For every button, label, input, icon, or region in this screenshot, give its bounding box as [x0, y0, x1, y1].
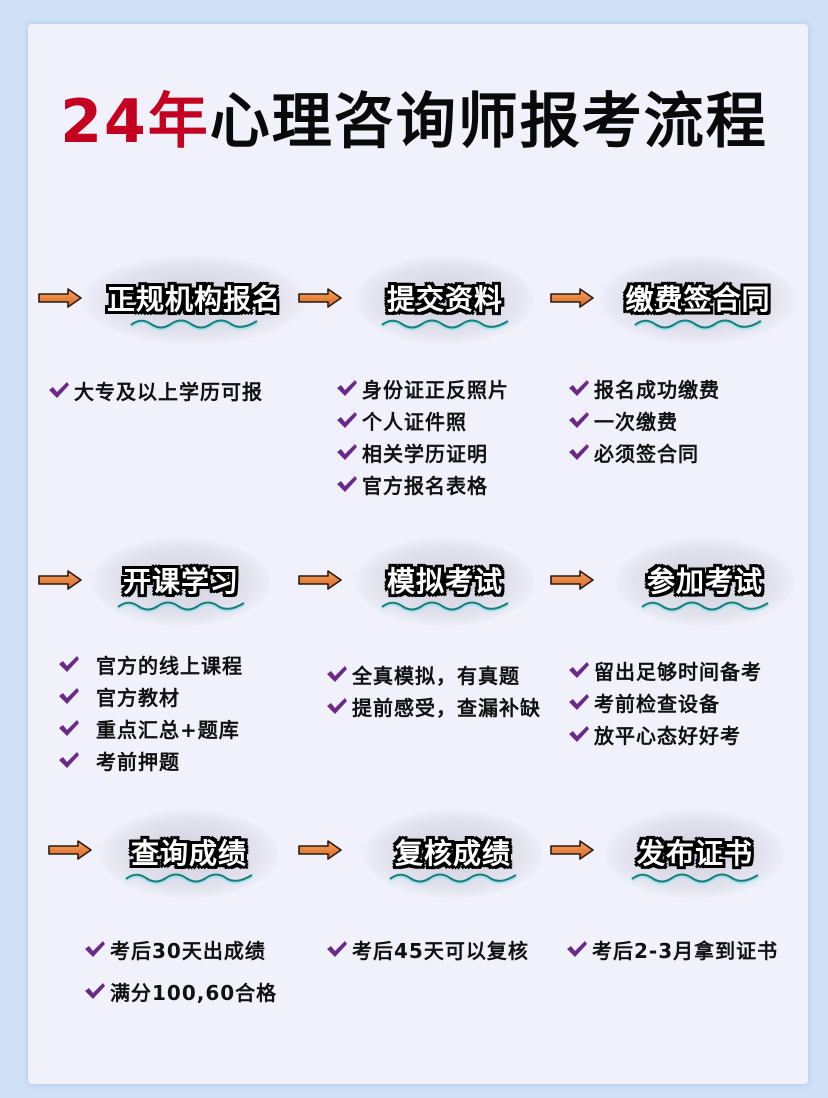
step-3-list: 报名成功缴费 一次缴费 必须签合同	[568, 372, 720, 468]
check-icon	[336, 411, 358, 429]
arrow-right-icon	[38, 288, 82, 308]
cloud-background	[356, 538, 534, 626]
step-label: 查询成绩	[130, 837, 247, 870]
wave-underline-icon	[124, 872, 254, 886]
arrow-right-icon	[550, 570, 594, 590]
arrow-right-icon	[48, 840, 92, 860]
list-item: 考后45天可以复核	[326, 928, 529, 970]
cloud-background	[356, 256, 534, 344]
list-item: 考前检查设备	[568, 686, 762, 718]
list-item: 重点汇总+题库	[58, 712, 243, 744]
step-header-1: 正规机构报名	[82, 256, 306, 344]
list-item: 考前押题	[58, 744, 243, 776]
step-7-list: 考后30天出成绩 满分100,60合格	[84, 928, 277, 1012]
title-year: 24年	[60, 87, 210, 157]
step-8-list: 考后45天可以复核	[326, 928, 529, 970]
cloud-background	[364, 810, 542, 898]
step-label: 正规机构报名	[106, 283, 281, 316]
list-item: 一次缴费	[568, 404, 720, 436]
list-item: 考后2-3月拿到证书	[566, 928, 778, 970]
step-header-5: 模拟考试	[356, 538, 534, 626]
step-header-8: 复核成绩	[364, 810, 542, 898]
cloud-background	[606, 810, 784, 898]
check-icon	[336, 379, 358, 397]
wave-underline-icon	[116, 600, 246, 614]
check-icon	[568, 725, 590, 743]
cloud-background	[92, 538, 270, 626]
list-item: 放平心态好好考	[568, 718, 762, 750]
list-item: 考后30天出成绩	[84, 928, 277, 970]
wave-underline-icon	[380, 318, 510, 332]
step-2-list: 身份证正反照片 个人证件照 相关学历证明 官方报名表格	[336, 372, 509, 500]
step-9-list: 考后2-3月拿到证书	[566, 928, 778, 970]
check-icon	[568, 411, 590, 429]
check-icon	[58, 719, 80, 737]
step-header-4: 开课学习	[92, 538, 270, 626]
check-icon	[336, 443, 358, 461]
check-icon	[58, 687, 80, 705]
check-icon	[568, 443, 590, 461]
arrow-right-icon	[298, 288, 342, 308]
list-item: 留出足够时间备考	[568, 654, 762, 686]
list-item: 官方教材	[58, 680, 243, 712]
list-item: 个人证件照	[336, 404, 509, 436]
step-label: 提交资料	[386, 283, 503, 316]
cloud-background	[600, 256, 796, 344]
check-icon	[326, 940, 348, 958]
check-icon	[326, 697, 348, 715]
wave-underline-icon	[380, 600, 510, 614]
step-header-9: 发布证书	[606, 810, 784, 898]
list-item: 官方的线上课程	[58, 648, 243, 680]
wave-underline-icon	[633, 318, 763, 332]
list-item: 身份证正反照片	[336, 372, 509, 404]
check-icon	[84, 982, 106, 1000]
list-item: 相关学历证明	[336, 436, 509, 468]
step-label: 发布证书	[636, 837, 753, 870]
step-header-2: 提交资料	[356, 256, 534, 344]
list-item: 大专及以上学历可报	[48, 374, 263, 406]
arrow-right-icon	[298, 840, 342, 860]
step-5-list: 全真模拟，有真题 提前感受，查漏补缺	[326, 658, 541, 722]
page-title: 24年心理咨询师报考流程	[0, 86, 828, 158]
list-item: 提前感受，查漏补缺	[326, 690, 541, 722]
check-icon	[568, 661, 590, 679]
step-label: 复核成绩	[394, 837, 511, 870]
cloud-background	[82, 256, 306, 344]
cloud-background	[100, 810, 278, 898]
step-label: 缴费签合同	[625, 283, 771, 316]
step-4-list: 官方的线上课程 官方教材 重点汇总+题库 考前押题	[58, 648, 243, 776]
check-icon	[568, 693, 590, 711]
wave-underline-icon	[640, 600, 770, 614]
check-icon	[568, 379, 590, 397]
arrow-right-icon	[38, 570, 82, 590]
check-icon	[48, 381, 70, 399]
step-header-6: 参加考试	[616, 538, 794, 626]
list-item: 全真模拟，有真题	[326, 658, 541, 690]
list-item: 满分100,60合格	[84, 970, 277, 1012]
check-icon	[84, 940, 106, 958]
wave-underline-icon	[129, 318, 259, 332]
title-text: 心理咨询师报考流程	[209, 87, 768, 157]
step-label: 开课学习	[122, 565, 239, 598]
arrow-right-icon	[550, 840, 594, 860]
check-icon	[326, 665, 348, 683]
step-1-list: 大专及以上学历可报	[48, 374, 263, 406]
step-header-3: 缴费签合同	[600, 256, 796, 344]
arrow-right-icon	[298, 570, 342, 590]
check-icon	[58, 655, 80, 673]
list-item: 报名成功缴费	[568, 372, 720, 404]
list-item: 官方报名表格	[336, 468, 509, 500]
wave-underline-icon	[630, 872, 760, 886]
cloud-background	[616, 538, 794, 626]
wave-underline-icon	[388, 872, 518, 886]
step-label: 参加考试	[646, 565, 763, 598]
list-item: 必须签合同	[568, 436, 720, 468]
check-icon	[566, 940, 588, 958]
arrow-right-icon	[550, 288, 594, 308]
check-icon	[58, 751, 80, 769]
step-header-7: 查询成绩	[100, 810, 278, 898]
step-label: 模拟考试	[386, 565, 503, 598]
step-6-list: 留出足够时间备考 考前检查设备 放平心态好好考	[568, 654, 762, 750]
check-icon	[336, 475, 358, 493]
